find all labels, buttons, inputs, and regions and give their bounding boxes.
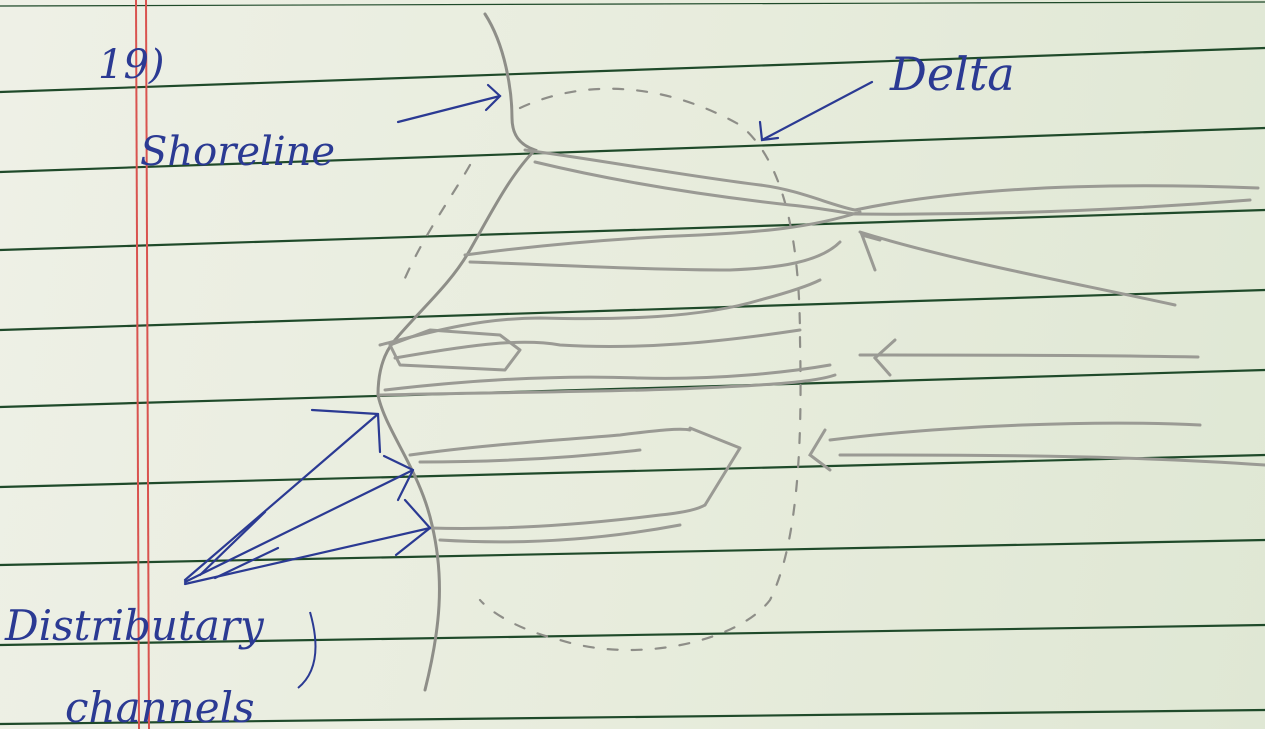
delta-label: Delta (889, 47, 1015, 101)
delta-outline (400, 89, 801, 650)
channels-label: channels (65, 683, 255, 729)
distributary-channels (380, 150, 1265, 542)
shoreline-curve (378, 14, 535, 690)
shoreline-arrow (398, 85, 500, 122)
shoreline-label: Shoreline (140, 129, 335, 175)
label-bracket (298, 612, 316, 688)
delta-arrow (760, 82, 872, 140)
question-number: 19) (98, 42, 165, 88)
distributary-label: Distributary (4, 601, 265, 650)
